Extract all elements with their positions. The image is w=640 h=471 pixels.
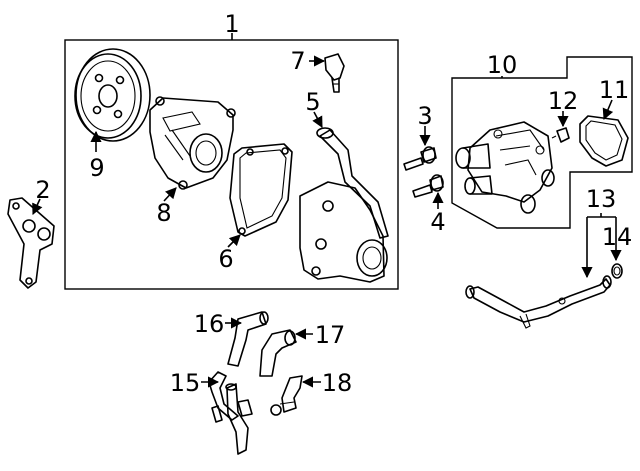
callout-13: 13 [586,185,617,213]
pulley[interactable] [74,48,151,142]
hose-16[interactable] [227,311,269,367]
thermostat-assembly[interactable] [455,121,555,214]
callout-9: 9 [89,154,104,182]
callout-10: 10 [487,51,518,79]
hose-18[interactable] [270,375,303,416]
callout-3: 3 [417,102,432,130]
water-pump[interactable] [149,96,236,190]
callout-12: 12 [548,87,579,115]
callout-11: 11 [599,76,630,104]
callout-15: 15 [170,369,201,397]
pump-housing[interactable] [299,127,389,283]
callout-14: 14 [602,223,633,251]
sensor-12[interactable] [551,127,570,143]
callout-6: 6 [218,245,233,273]
callout-8: 8 [156,199,171,227]
callout-5: 5 [305,88,320,116]
coolant-pipe[interactable] [465,275,612,329]
callout-2: 2 [35,176,50,204]
bolt-3[interactable] [403,146,437,171]
callout-1: 1 [224,10,239,38]
pump-gasket[interactable] [229,143,293,237]
callout-7: 7 [290,47,305,75]
callout-18: 18 [322,369,353,397]
temperature-sensor[interactable] [324,53,345,93]
gasket-plate[interactable] [7,197,55,289]
pipe-15[interactable] [208,371,253,455]
gasket-11[interactable] [579,115,629,167]
callout-4: 4 [430,208,445,236]
callout-16: 16 [194,310,225,338]
callout-17: 17 [315,321,346,349]
hose-17[interactable] [259,329,297,377]
o-ring[interactable] [611,263,623,279]
bolt-4[interactable] [412,174,444,198]
assembly-box-10 [451,56,633,229]
